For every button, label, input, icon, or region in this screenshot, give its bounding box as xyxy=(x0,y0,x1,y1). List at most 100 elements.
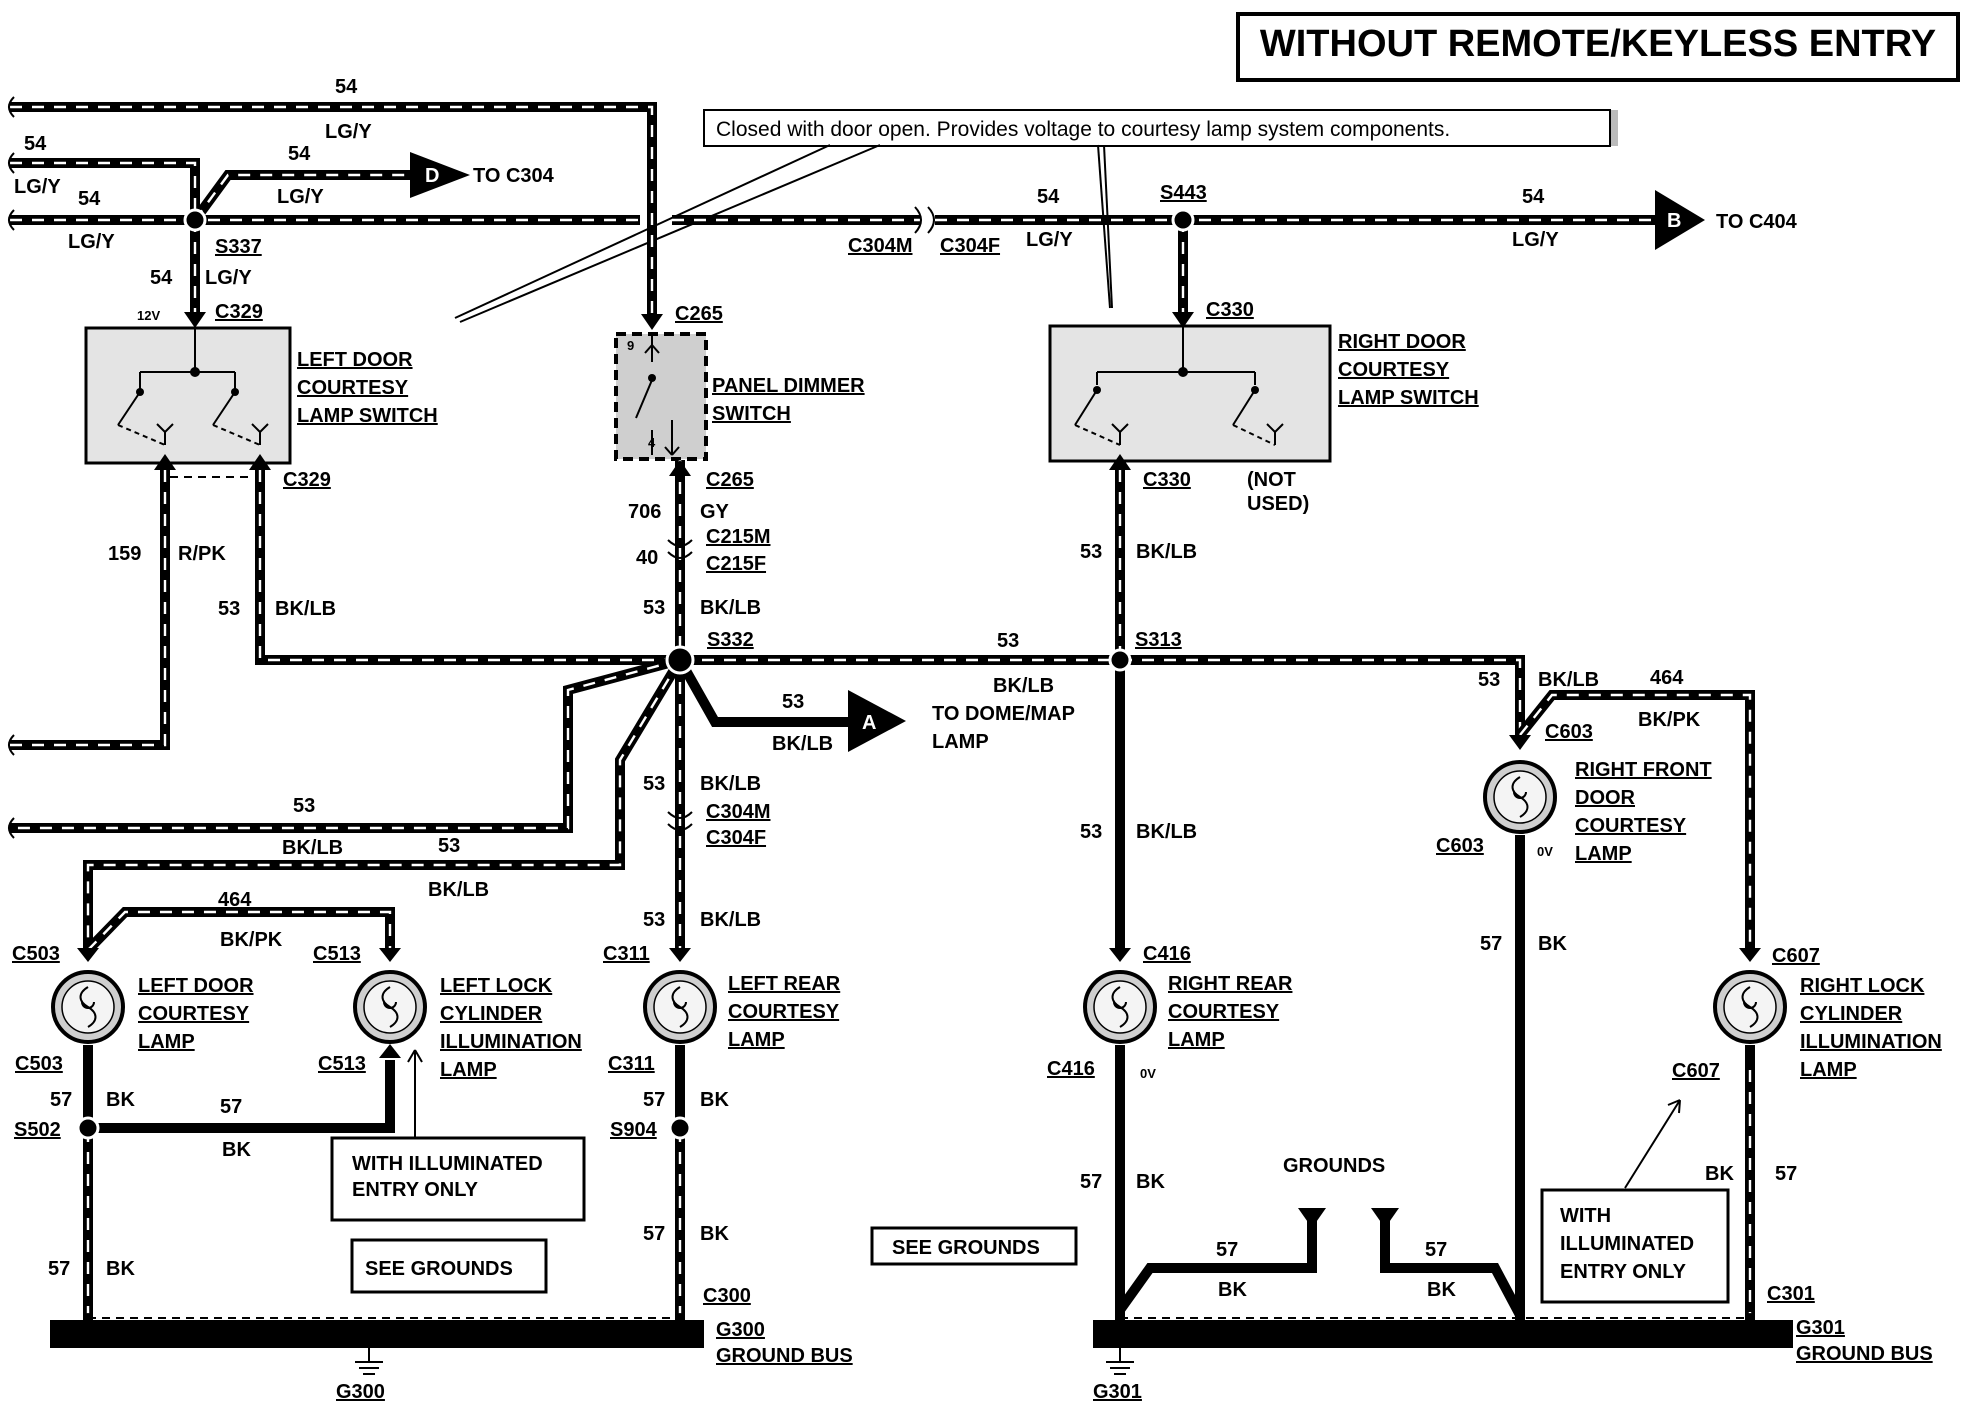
w53-rf: 53 xyxy=(1478,669,1500,691)
grounds-label: GROUNDS xyxy=(1283,1155,1385,1177)
bus-node-5 xyxy=(1745,1313,1755,1323)
g301-bus-label-2: GROUND BUS xyxy=(1796,1343,1933,1365)
c311-top-label: C311 xyxy=(603,943,650,965)
g301-label: G301 xyxy=(1093,1381,1142,1403)
right-front-lamp-line-2: DOOR xyxy=(1575,787,1636,809)
lamp-right-front xyxy=(1483,760,1557,834)
c304f-label: C304F xyxy=(940,235,1000,257)
illum-right-arrow xyxy=(1624,1099,1681,1189)
c330-top-label: C330 xyxy=(1206,299,1254,321)
w57-ld2-color: BK xyxy=(106,1258,135,1280)
w57-rr: 57 xyxy=(1080,1171,1102,1193)
w706-color: GY xyxy=(700,501,730,523)
v0-rr: 0V xyxy=(1140,1066,1156,1081)
arrow-c416 xyxy=(1109,948,1131,962)
w53-lfeed: 53 xyxy=(293,795,315,817)
w57-ld-color: BK xyxy=(106,1089,135,1111)
g300-bus-label-2: GROUND BUS xyxy=(716,1345,853,1367)
w40: 40 xyxy=(636,547,658,569)
splice-s904 xyxy=(668,1116,692,1140)
arrow-c330-bottom xyxy=(1109,454,1131,470)
w53-ld: 53 xyxy=(438,835,460,857)
w54-c-color: LG/Y xyxy=(68,231,115,253)
ground-symbol-1 xyxy=(1298,1208,1326,1228)
v0-rf: 0V xyxy=(1537,844,1553,859)
splice-s337-label: S337 xyxy=(215,236,262,258)
wires-bk xyxy=(83,835,1755,1320)
splice-s904-label: S904 xyxy=(610,1119,658,1141)
w53-rr-up-color: BK/LB xyxy=(1136,541,1197,563)
note-pointer-left xyxy=(454,144,831,319)
left-lock-lamp-line-4: LAMP xyxy=(440,1059,497,1081)
bus-labels: G300 GROUND BUS G301 GROUND BUS xyxy=(716,1317,1933,1367)
dome-line-2: LAMP xyxy=(932,731,989,753)
see-grounds-left: SEE GROUNDS xyxy=(365,1258,513,1280)
pin-9: 9 xyxy=(627,338,634,353)
right-rear-lamp-line-1: RIGHT REAR xyxy=(1168,973,1293,995)
w54-d-color: LG/Y xyxy=(205,267,252,289)
splice-s332-label: S332 xyxy=(707,629,754,651)
g301-ground xyxy=(1106,1348,1134,1375)
c215m-label: C215M xyxy=(706,526,770,548)
c304m-label: C304M xyxy=(848,235,912,257)
right-rear-lamp-line-2: COURTESY xyxy=(1168,1001,1280,1023)
w57-g2: 57 xyxy=(1425,1239,1447,1261)
arrow-c513-bottom xyxy=(379,1044,401,1058)
w57-lr2: 57 xyxy=(643,1223,665,1245)
illum-right-line-1: WITH xyxy=(1560,1205,1611,1227)
w53-lr2-color: BK/LB xyxy=(700,909,761,931)
dome-line-1: TO DOME/MAP xyxy=(932,703,1075,725)
c607-bottom-label: C607 xyxy=(1672,1060,1720,1082)
right-lock-lamp-line-3: ILLUMINATION xyxy=(1800,1031,1942,1053)
left-rear-lamp-line-1: LEFT REAR xyxy=(728,973,841,995)
c603-bottom-label: C603 xyxy=(1436,835,1484,857)
bus-node-2 xyxy=(675,1313,685,1323)
left-door-switch xyxy=(84,326,292,465)
w57-lr2-color: BK xyxy=(700,1223,729,1245)
c607-top-label: C607 xyxy=(1772,945,1820,967)
diagram-title: WITHOUT REMOTE/KEYLESS ENTRY xyxy=(1260,23,1936,65)
panel-dimmer-line-2: SWITCH xyxy=(712,403,791,425)
arrow-c513 xyxy=(379,948,401,962)
splice-s443-label: S443 xyxy=(1160,182,1207,204)
w54-a-color: LG/Y xyxy=(14,176,61,198)
w464-r: 464 xyxy=(1650,667,1684,689)
w57-rr-color: BK xyxy=(1136,1171,1165,1193)
wires-bklb xyxy=(10,460,1755,954)
arrow-to-dome: A xyxy=(848,690,906,752)
left-door-lamp-line-3: LAMP xyxy=(138,1031,195,1053)
w53-dome: 53 xyxy=(782,691,804,713)
w53-mid-color: BK/LB xyxy=(993,675,1054,697)
right-door-switch-line-2: COURTESY xyxy=(1338,359,1450,381)
c329-top-label: C329 xyxy=(215,301,263,323)
illum-right-line-2: ILLUMINATED xyxy=(1560,1233,1694,1255)
c503-top-label: C503 xyxy=(12,943,60,965)
note-pointer-left-2 xyxy=(459,144,881,323)
c215f-label: C215F xyxy=(706,553,766,575)
c330-bottom-label: C330 xyxy=(1143,469,1191,491)
w464-r-color: BK/PK xyxy=(1638,709,1701,731)
c513-top-label: C513 xyxy=(313,943,361,965)
w57-g2-color: BK xyxy=(1427,1279,1456,1301)
wire-labels: 54 LG/Y 54 LG/Y 54 LG/Y 54 LG/Y 54 LG/Y … xyxy=(14,76,1797,1301)
g300-ground-bus xyxy=(50,1320,704,1348)
title-box: WITHOUT REMOTE/KEYLESS ENTRY xyxy=(1236,12,1960,82)
w54-f-color: LG/Y xyxy=(1512,229,1559,251)
lamp-left-rear xyxy=(643,970,717,1044)
w57-ld: 57 xyxy=(50,1089,72,1111)
panel-dimmer-line-1: PANEL DIMMER xyxy=(712,375,865,397)
w53-s332: 53 xyxy=(643,597,665,619)
w57-ll-color: BK xyxy=(222,1139,251,1161)
c503-bottom-label: C503 xyxy=(15,1053,63,1075)
g300-bus-label-1: G300 xyxy=(716,1319,765,1341)
arrow-to-c304: D xyxy=(410,152,470,198)
w57-ll: 57 xyxy=(220,1096,242,1118)
lamp-left-door xyxy=(51,970,125,1044)
illum-right-line-3: ENTRY ONLY xyxy=(1560,1261,1687,1283)
bubble-b-label: B xyxy=(1667,210,1681,232)
c304-inline-connector xyxy=(914,206,935,234)
right-door-switch xyxy=(1048,324,1332,463)
see-grounds-mid: SEE GROUNDS xyxy=(892,1237,1040,1259)
left-door-lamp-line-2: COURTESY xyxy=(138,1003,250,1025)
